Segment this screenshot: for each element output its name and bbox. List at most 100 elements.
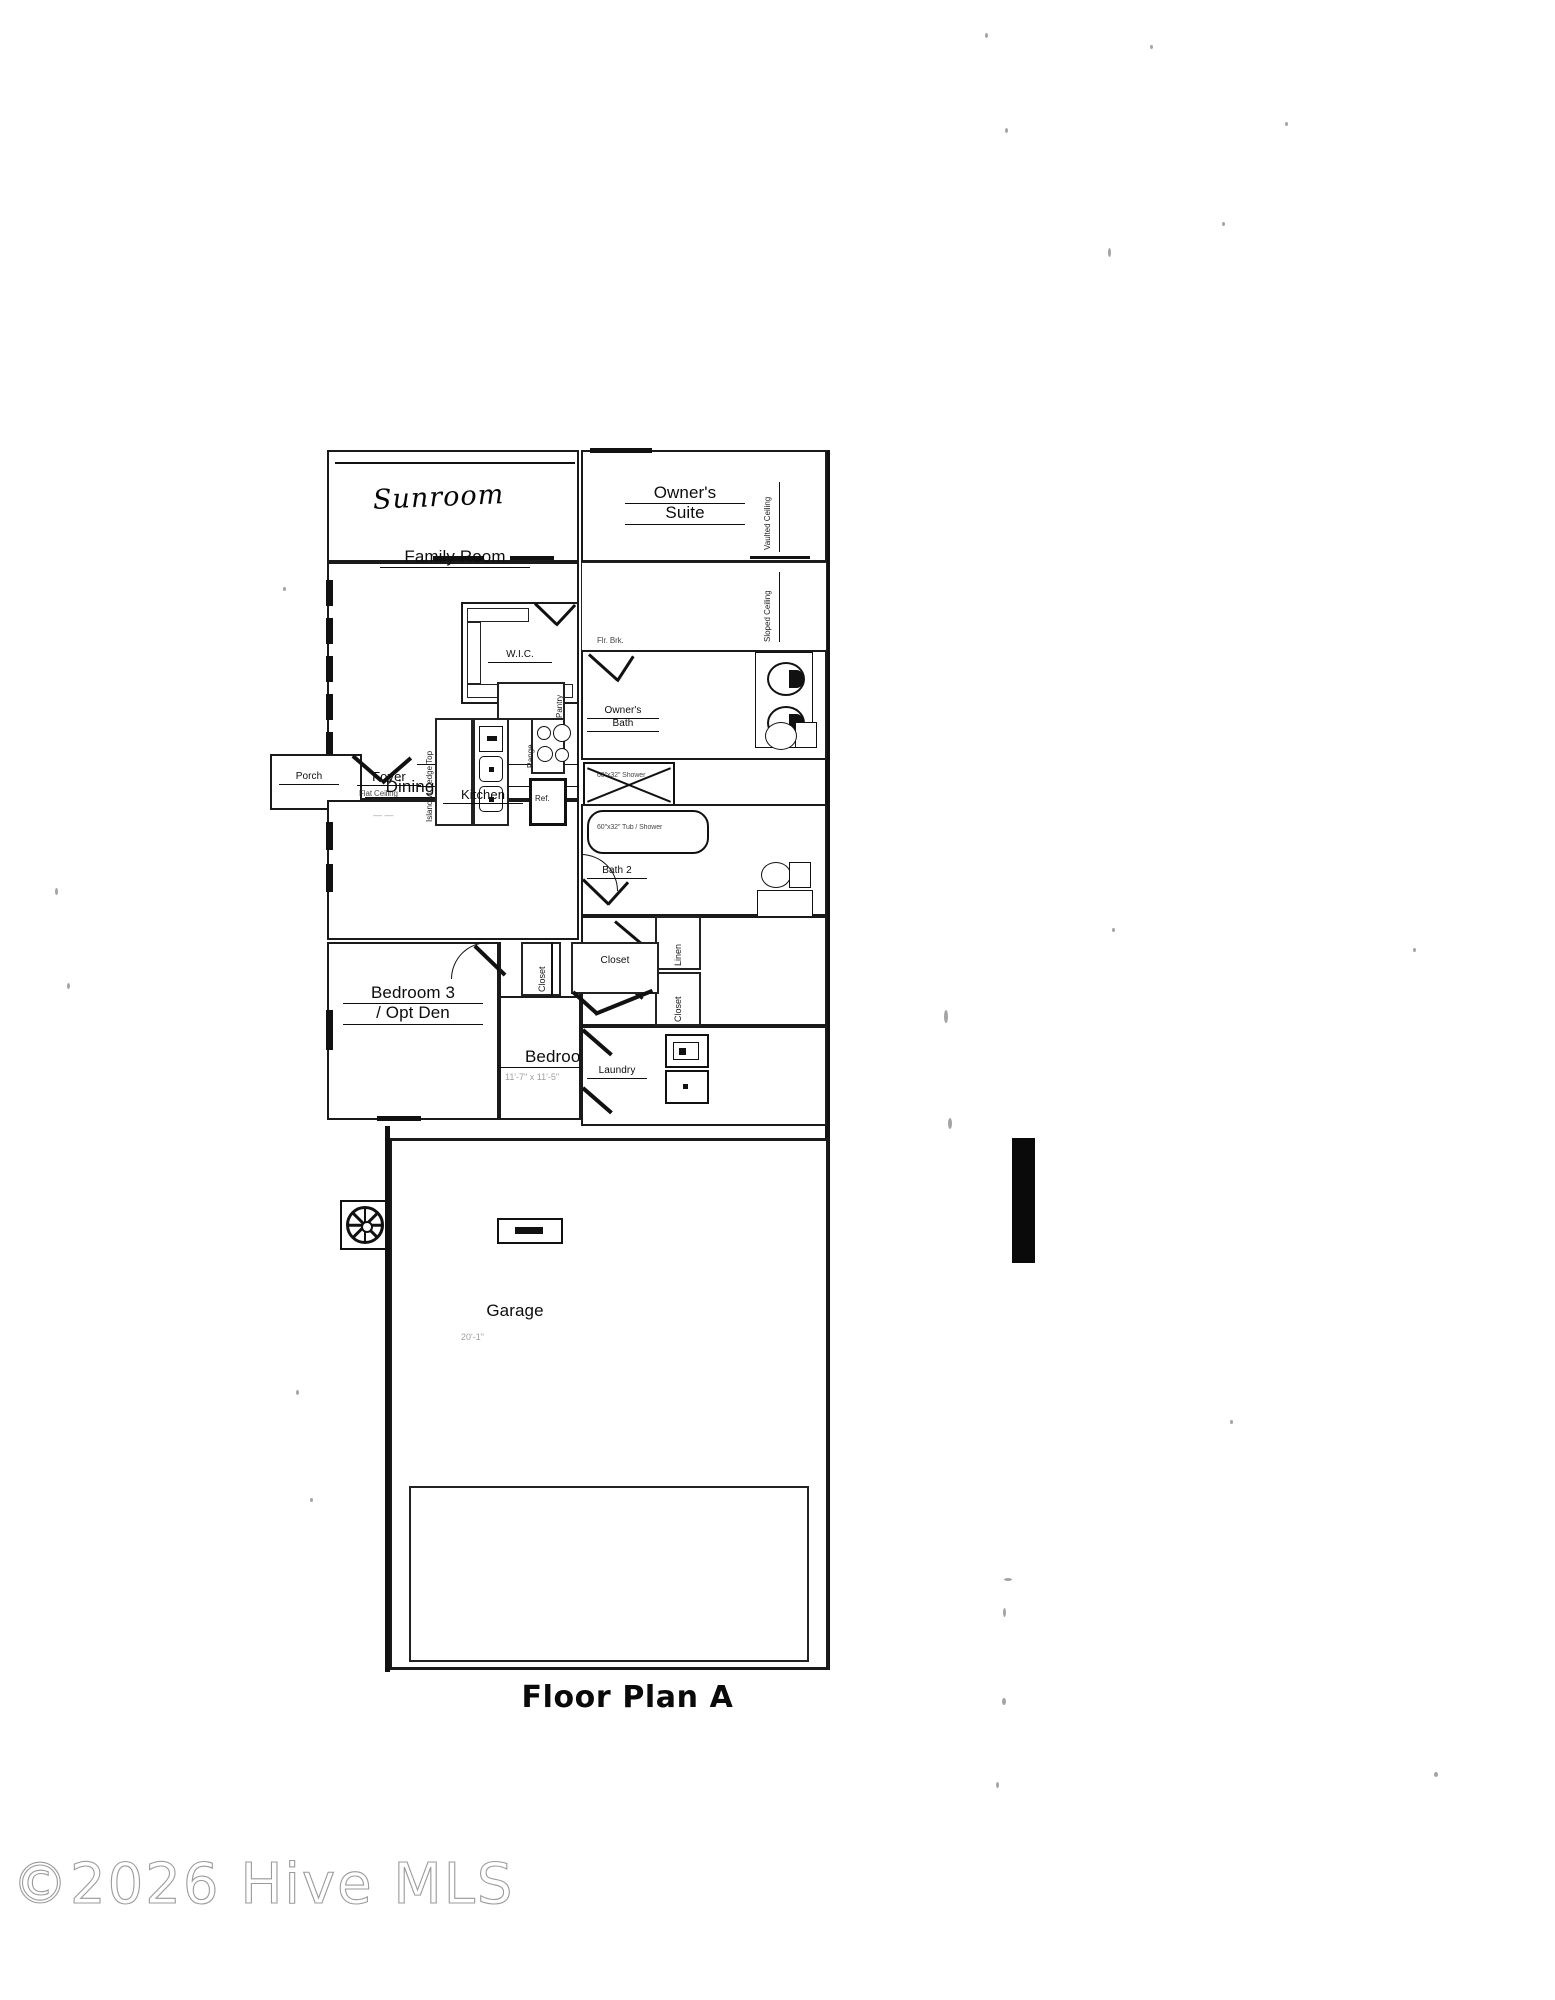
scan-speck xyxy=(67,983,70,989)
laundry-washer-mark xyxy=(679,1048,686,1055)
floor-plan-drawing: Sunroom Owner's Suite Vaulted Ceiling Fa… xyxy=(270,448,835,1672)
plan-title: Floor Plan A xyxy=(0,1680,1555,1715)
scan-speck xyxy=(948,1118,952,1129)
scan-speck xyxy=(1285,122,1288,126)
kitchen-burner-3 xyxy=(537,746,553,762)
bedroom-2-dimension: 11'-7" x 11'-5" xyxy=(505,1072,560,1082)
scan-speck xyxy=(283,587,286,591)
note-pantry: Pantry xyxy=(555,694,564,718)
kitchen-burner-2 xyxy=(553,724,571,742)
scan-speck xyxy=(55,888,58,895)
room-label-line: Suite xyxy=(625,504,745,525)
note-flat-ceiling: Flat Ceiling xyxy=(359,789,398,798)
wic-shelf-left xyxy=(467,622,481,684)
scan-speck xyxy=(1434,1772,1438,1777)
window-family-5 xyxy=(326,732,333,758)
room-label-owners-bath: Owner's Bath xyxy=(587,705,659,732)
owners-bath-toilet-bowl xyxy=(765,722,797,750)
kitchen-basin-drain-1 xyxy=(489,767,494,772)
garage-door-opening xyxy=(409,1486,809,1662)
window-family-1 xyxy=(326,580,333,606)
scan-speck xyxy=(310,1498,313,1502)
opening-sunroom-1 xyxy=(433,556,483,561)
kitchen-faucet-mark xyxy=(487,736,497,741)
bath-2-tub-icon xyxy=(587,810,709,854)
laundry-dryer-mark xyxy=(683,1084,688,1089)
room-label-line: W.I.C. xyxy=(488,649,552,663)
room-label-wic: W.I.C. xyxy=(488,649,552,663)
room-label-bedroom-3: Bedroom 3 / Opt Den xyxy=(343,983,483,1025)
closet-bed3-divider xyxy=(551,942,553,996)
opening-owners-suite-top xyxy=(590,448,652,453)
owners-bath-shower-icon xyxy=(583,762,675,806)
room-label-line: Garage xyxy=(486,1301,544,1320)
garage-fan-hub xyxy=(361,1221,373,1233)
kitchen-refrigerator-icon xyxy=(529,778,567,826)
room-label-line: Dining xyxy=(365,777,455,799)
room-label-line: Family Room xyxy=(380,547,530,569)
opening-owners-suite-window xyxy=(750,556,810,559)
window-family-3 xyxy=(326,656,333,682)
note-shower: 60"x32" Shower xyxy=(597,772,646,779)
room-sunroom xyxy=(327,450,579,562)
scan-speck xyxy=(1222,222,1225,226)
scan-artifact-black-bar xyxy=(1012,1138,1035,1263)
window-bedroom-3-left xyxy=(326,1010,333,1050)
room-label-garage: Garage xyxy=(445,1301,585,1320)
handwritten-sunroom-label: Sunroom xyxy=(372,479,505,516)
room-label-line: Porch xyxy=(279,771,339,785)
scan-speck xyxy=(1005,128,1008,133)
room-label-line: Foyer xyxy=(357,769,421,787)
scan-speck xyxy=(944,1010,948,1023)
room-label-bath-2: Bath 2 xyxy=(587,865,647,879)
garage-dimension: 20'-1" xyxy=(461,1332,484,1342)
window-family-2 xyxy=(326,618,333,644)
room-label-porch: Porch xyxy=(279,771,339,785)
scan-speck xyxy=(1002,1698,1006,1705)
scan-speck xyxy=(1150,45,1153,49)
scan-speck xyxy=(1004,1578,1012,1581)
closet-label-bedroom-2: Closet xyxy=(587,955,643,967)
note-sloped-ceiling: Sloped Ceiling xyxy=(763,590,772,642)
room-label-family-room: Family Room xyxy=(380,547,530,569)
room-label-line: Bedroom 3 xyxy=(343,983,483,1005)
note-range: Range xyxy=(526,744,535,768)
room-label-line: Bath 2 xyxy=(587,865,647,879)
owners-bath-toilet-tank xyxy=(795,722,817,748)
bath-2-toilet-bowl xyxy=(761,862,791,888)
plan-title-text: Floor Plan A xyxy=(521,1680,734,1715)
room-owners-suite-lower xyxy=(581,562,827,652)
room-label-owners-suite: Owner's Suite xyxy=(625,483,745,525)
garage-window-mark xyxy=(515,1227,543,1234)
note-leader-vaulted xyxy=(779,482,781,552)
room-label-line: Kitchen xyxy=(443,787,523,805)
closet-bedroom-2 xyxy=(571,942,659,994)
room-label-line: Bath xyxy=(587,718,659,732)
watermark: ©2026 Hive MLS xyxy=(11,1851,515,1917)
scan-speck xyxy=(296,1390,299,1395)
scan-speck xyxy=(1230,1420,1233,1424)
window-bedroom-3-bottom xyxy=(377,1116,421,1121)
note-tub-shower: 60"x32" Tub / Shower xyxy=(597,824,663,831)
room-label-line: / Opt Den xyxy=(343,1004,483,1025)
closet-label-linen: Linen xyxy=(673,943,683,966)
wall-sunroom-inner-top xyxy=(335,462,575,464)
kitchen-basin-drain-2 xyxy=(489,797,494,802)
bath-2-toilet-tank xyxy=(789,862,811,888)
room-label-line: Owner's xyxy=(625,483,745,505)
owners-bath-sink-1-icon xyxy=(767,662,805,696)
closet-bedroom-3 xyxy=(521,942,561,996)
dining-dimension: — — xyxy=(373,810,394,820)
window-dining-2 xyxy=(326,864,333,892)
wall-garage-left xyxy=(385,1126,390,1672)
closet-label-text: Closet xyxy=(600,955,630,966)
scan-speck xyxy=(985,33,988,38)
room-label-dining: Dining xyxy=(365,777,455,799)
scan-speck xyxy=(996,1782,999,1788)
kitchen-burner-1 xyxy=(537,726,551,740)
closet-hall xyxy=(655,972,701,1026)
window-dining-1 xyxy=(326,822,333,850)
note-leader-sloped xyxy=(779,572,781,642)
scan-speck xyxy=(1003,1608,1006,1617)
wic-shelf-top xyxy=(467,608,529,622)
